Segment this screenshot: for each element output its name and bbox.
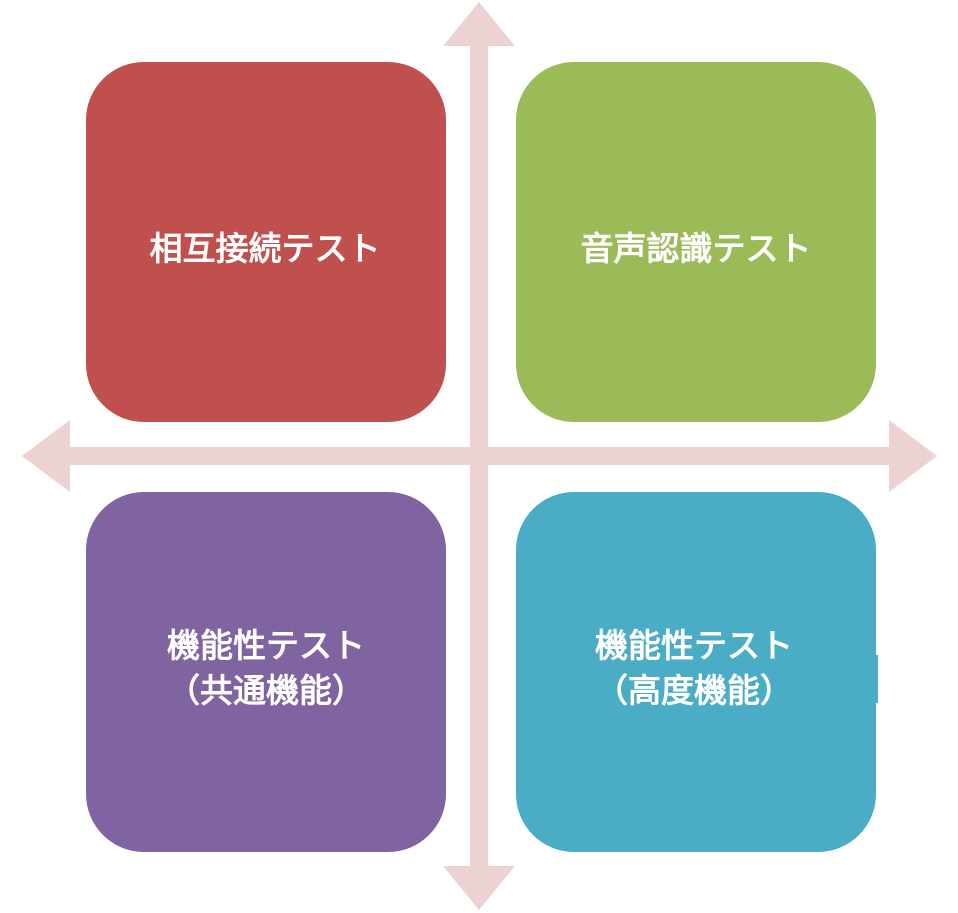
quadrant-bottom-left: 機能性テスト （共通機能） — [86, 492, 446, 852]
arrow-up-head — [443, 2, 515, 46]
quadrant-top-left: 相互接続テスト — [86, 62, 446, 422]
arrow-right-head — [889, 420, 937, 492]
quadrant-bottom-right: 機能性テスト （高度機能） — [516, 492, 876, 852]
quadrant-label: 音声認識テスト — [580, 228, 812, 268]
horizontal-axis — [64, 447, 898, 465]
quadrant-top-right: 音声認識テスト — [516, 62, 876, 422]
quadrant-label: 機能性テスト （共通機能） — [167, 626, 365, 710]
quadrant-label: 機能性テスト （高度機能） — [595, 626, 793, 710]
edge-mark — [875, 655, 878, 703]
arrow-down-head — [443, 866, 515, 910]
quadrant-label: 相互接続テスト — [149, 228, 381, 268]
arrow-left-head — [22, 420, 70, 492]
